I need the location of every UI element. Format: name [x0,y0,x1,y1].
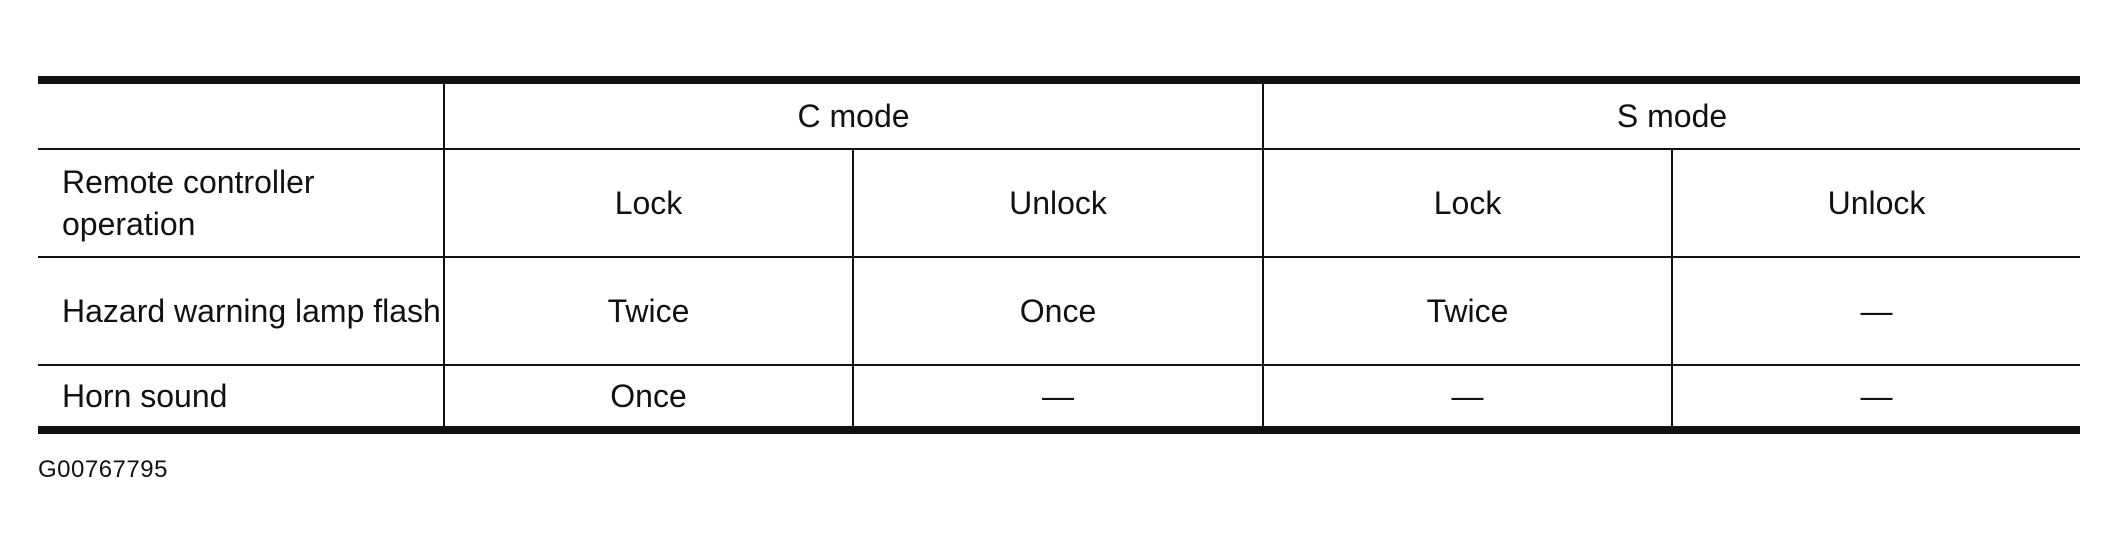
c-unlock-cell: — [851,365,1264,430]
row-label: Horn sound [62,378,228,414]
table-row: Hazard warning lamp flash Twice Once Twi… [38,257,2081,366]
s-unlock-cell: Unlock [1671,149,2081,258]
c-lock-cell: Once [443,365,853,430]
s-lock-cell: — [1262,365,1673,430]
c-lock-cell: Lock [443,149,853,258]
s-lock-cell: Twice [1262,257,1673,366]
remote-mode-table: C mode S mode Remote controller operatio… [38,76,2081,434]
s-unlock-cell: — [1671,365,2081,430]
s-mode-header: S mode [1262,80,2081,150]
table-row: Remote controller operation Lock Unlock … [38,149,2081,258]
c-unlock-cell: Once [851,257,1264,366]
c-lock-cell: Twice [443,257,853,366]
s-lock-cell: Lock [1262,149,1673,258]
c-mode-header: C mode [442,80,1264,150]
s-unlock-cell: — [1671,257,2081,366]
row-label: Remote controller operation [38,149,444,258]
mode-table-container: C mode S mode Remote controller operatio… [38,76,2081,434]
corner-cell [38,80,444,150]
table-header-row: C mode S mode [38,80,2081,150]
c-unlock-cell: Unlock [851,149,1264,258]
figure-code: G00767795 [38,456,168,483]
row-label: Hazard warning lamp flash [38,257,444,366]
table-row: Horn sound Once — — — [38,365,2081,430]
